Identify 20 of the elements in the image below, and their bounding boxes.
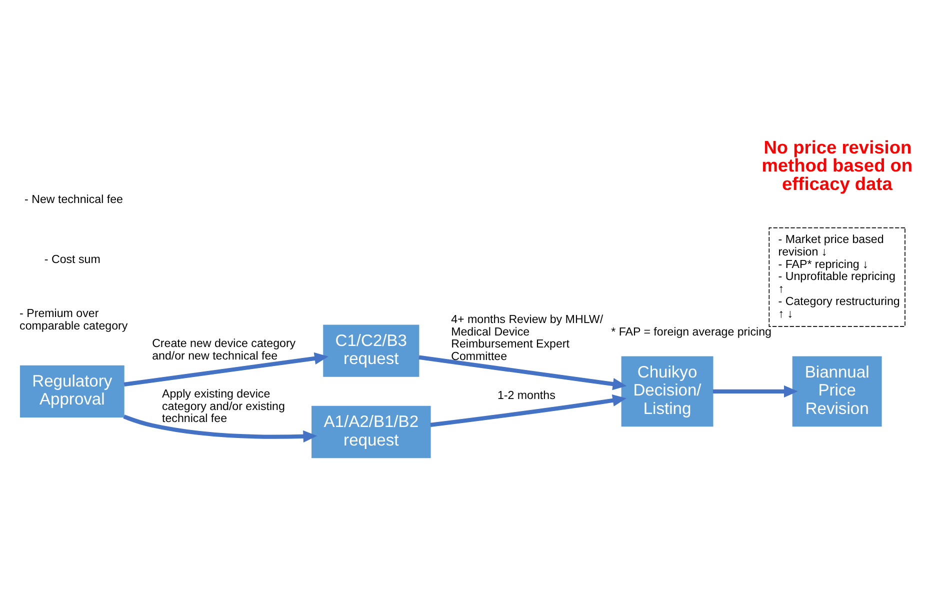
node-label: * FAP = foreign average pricing: [610, 326, 771, 339]
node-box: Biannual Price Revision: [792, 356, 882, 427]
arrow: [430, 394, 626, 427]
arrow: [122, 414, 317, 442]
edge-label: Apply existing device category and/or existing technical fee: [162, 388, 284, 426]
edge-label: Create new device category and/or new technical fee: [152, 338, 296, 362]
label: - Cost sum: [44, 254, 100, 266]
node-box: A1/A2/B1/B2 request: [311, 406, 430, 458]
arrow: [123, 352, 328, 386]
edge-label: 4+ months Review by MHLW/ Medical Device Reimbursement Expert Committee: [450, 314, 603, 364]
node-box: Chuikyo Decision/ Listing: [620, 356, 713, 427]
node-box: C1/C2/B3 request: [322, 324, 419, 377]
edge-label: 1-2 months: [496, 390, 555, 402]
node-box: - Market price based revision ↓ - FAP* repricing ↓ - Unprofitable repricing ↑ - Category restructuring ↑ ↓: [768, 227, 905, 327]
label: No price revision method based on efficacy data: [761, 137, 912, 194]
arrow: [712, 385, 798, 398]
label: - Premium over comparable category: [19, 308, 128, 332]
node-box: Regulatory Approval: [19, 365, 124, 418]
label: - New technical fee: [24, 194, 122, 206]
arrow: [418, 355, 626, 390]
